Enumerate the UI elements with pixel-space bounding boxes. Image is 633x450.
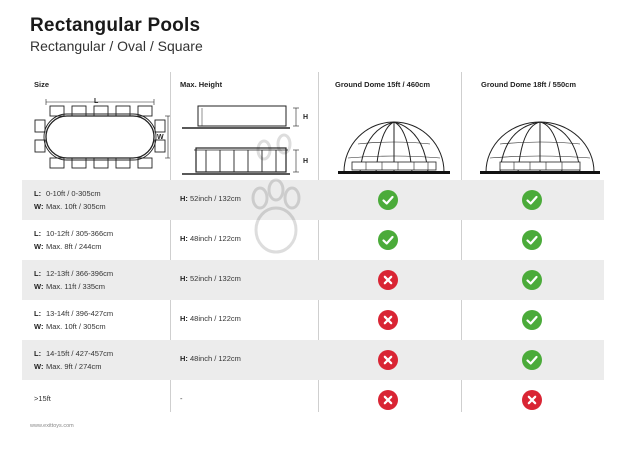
table-row: >15ft - (22, 380, 604, 420)
page-title: Rectangular Pools (30, 15, 201, 36)
compatibility-table: Size Max. Height Ground Dome 15ft / 460c… (22, 72, 604, 420)
size-cell: L:13-14ft / 396-427cm W:Max. 10ft / 305c… (34, 309, 114, 331)
height-label: H (303, 114, 309, 121)
cross-icon (378, 350, 398, 370)
pool-height-diagram (182, 105, 299, 175)
height-cell: H: 48inch / 122cm (180, 354, 241, 363)
table-row: L:13-14ft / 396-427cm W:Max. 10ft / 305c… (22, 300, 604, 340)
cross-icon (522, 390, 542, 410)
height-cell: - (180, 394, 183, 403)
page-subtitle: Rectangular / Oval / Square (30, 38, 203, 54)
cross-icon (378, 310, 398, 330)
column-header-dome-15: Ground Dome 15ft / 460cm (335, 80, 431, 89)
column-header-size: Size (34, 80, 50, 89)
check-icon (378, 230, 398, 250)
check-icon (522, 190, 542, 210)
cross-icon (378, 270, 398, 290)
column-header-max-height: Max. Height (180, 80, 223, 89)
table-row: L:10-12ft / 305-366cm W:Max. 8ft / 244cm… (22, 220, 604, 260)
height-cell: H: 52inch / 132cm (180, 274, 241, 283)
width-label: W (157, 134, 164, 141)
check-icon (522, 270, 542, 290)
check-icon (522, 310, 542, 330)
check-icon (378, 190, 398, 210)
height-label: H (303, 158, 309, 165)
table-row: L:0-10ft / 0-305cm W:Max. 10ft / 305cm H… (22, 180, 604, 220)
footer-url: www.exittoys.com (30, 423, 74, 429)
height-cell: H: 48inch / 122cm (180, 234, 241, 243)
dome-18ft-illustration (480, 121, 600, 174)
paw-icon (251, 133, 301, 254)
column-divider (461, 72, 462, 412)
height-cell: H: 52inch / 132cm (180, 194, 241, 203)
cross-icon (378, 390, 398, 410)
table-header: Size Max. Height Ground Dome 15ft / 460c… (22, 72, 604, 180)
column-header-dome-18: Ground Dome 18ft / 550cm (481, 80, 577, 89)
table-row: L:14-15ft / 427-457cm W:Max. 9ft / 274cm… (22, 340, 604, 380)
column-divider (318, 72, 319, 412)
column-divider (170, 72, 171, 412)
size-cell: L:12-13ft / 366-396cm W:Max. 11ft / 335c… (34, 269, 114, 291)
size-cell: L:10-12ft / 305-366cm W:Max. 8ft / 244cm (34, 229, 114, 251)
size-cell: L:0-10ft / 0-305cm W:Max. 10ft / 305cm (34, 189, 106, 211)
pool-size-diagram (34, 99, 170, 169)
check-icon (522, 350, 542, 370)
dome-15ft-illustration (338, 121, 450, 174)
check-icon (522, 230, 542, 250)
length-label: L (94, 98, 99, 105)
table-row: L:12-13ft / 366-396cm W:Max. 11ft / 335c… (22, 260, 604, 300)
height-cell: H: 48inch / 122cm (180, 314, 241, 323)
size-cell: L:14-15ft / 427-457cm W:Max. 9ft / 274cm (34, 349, 114, 371)
size-cell: >15ft (34, 394, 51, 403)
